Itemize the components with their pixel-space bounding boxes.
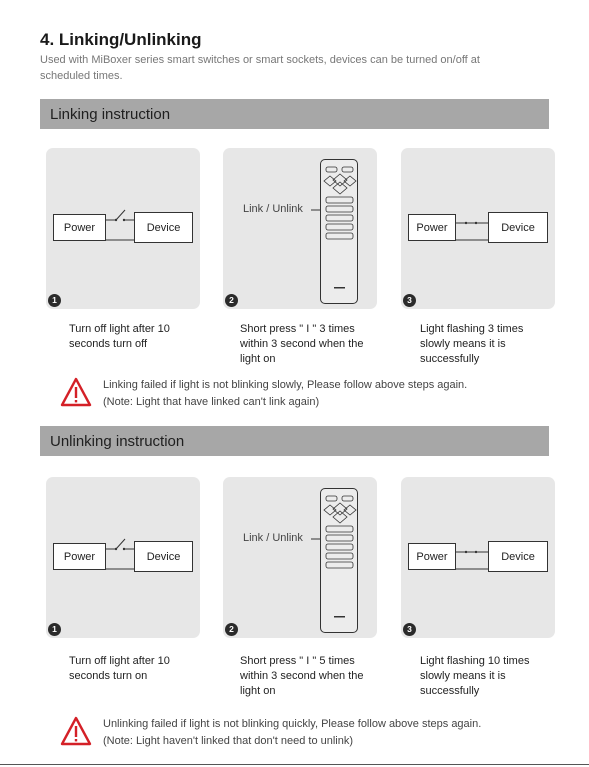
linking-caption-1: Turn off light after 10 seconds turn off xyxy=(69,323,170,350)
step-number-badge: 3 xyxy=(403,623,416,636)
step-number-badge: 1 xyxy=(48,294,61,307)
unlinking-caption-2: Short press " I " 5 times within 3 secon… xyxy=(240,655,364,697)
step-number-badge: 2 xyxy=(225,623,238,636)
unlinking-caption-3: Light flashing 10 times slowly means it … xyxy=(420,655,530,697)
step-number-badge: 2 xyxy=(225,294,238,307)
pointer-line xyxy=(311,538,321,540)
page-title: 4. Linking/Unlinking xyxy=(40,30,202,49)
step-number-badge: 1 xyxy=(48,623,61,636)
device-box: Device xyxy=(134,541,193,572)
unlinking-note-line-1: Unlinking failed if light is not blinkin… xyxy=(103,718,482,730)
linking-note-line-2: (Note: Light that have linked can't link… xyxy=(103,396,320,408)
power-box: Power xyxy=(408,543,456,570)
bottom-divider xyxy=(0,764,589,765)
linking-panel-3: Power Device 3 xyxy=(401,148,555,309)
unlinking-panel-3: Power Device 3 xyxy=(401,477,555,638)
device-box: Device xyxy=(488,541,548,572)
unlinking-note-line-2: (Note: Light haven't linked that don't n… xyxy=(103,735,354,747)
link-unlink-label: Link / Unlink xyxy=(243,203,303,215)
power-box: Power xyxy=(53,543,106,570)
remote-control-icon xyxy=(320,159,358,304)
unlinking-section-bar: Unlinking instruction xyxy=(40,426,549,456)
warning-triangle-icon xyxy=(60,377,92,407)
device-box: Device xyxy=(488,212,548,243)
unlinking-heading: Unlinking instruction xyxy=(50,433,185,450)
device-box: Device xyxy=(134,212,193,243)
page-subtitle: Used with MiBoxer series smart switches … xyxy=(40,54,480,82)
warning-triangle-icon xyxy=(60,716,92,746)
linking-heading: Linking instruction xyxy=(50,106,171,123)
pointer-line xyxy=(311,209,321,211)
linking-panel-2: Link / Unlink 2 xyxy=(223,148,377,309)
unlinking-warning-note: Unlinking failed if light is not blinkin… xyxy=(103,716,543,750)
linking-caption-2: Short press " I " 3 times within 3 secon… xyxy=(240,323,364,365)
power-box: Power xyxy=(408,214,456,241)
unlinking-caption-1: Turn off light after 10 seconds turn on xyxy=(69,655,170,682)
link-unlink-label: Link / Unlink xyxy=(243,532,303,544)
unlinking-panel-2: Link / Unlink 2 xyxy=(223,477,377,638)
unlinking-panel-1: Power Device 1 xyxy=(46,477,200,638)
linking-note-line-1: Linking failed if light is not blinking … xyxy=(103,379,468,391)
remote-control-icon xyxy=(320,488,358,633)
power-box: Power xyxy=(53,214,106,241)
linking-warning-note: Linking failed if light is not blinking … xyxy=(103,377,543,411)
linking-panel-1: Power Device 1 xyxy=(46,148,200,309)
step-number-badge: 3 xyxy=(403,294,416,307)
linking-section-bar: Linking instruction xyxy=(40,99,549,129)
linking-caption-3: Light flashing 3 times slowly means it i… xyxy=(420,323,524,365)
